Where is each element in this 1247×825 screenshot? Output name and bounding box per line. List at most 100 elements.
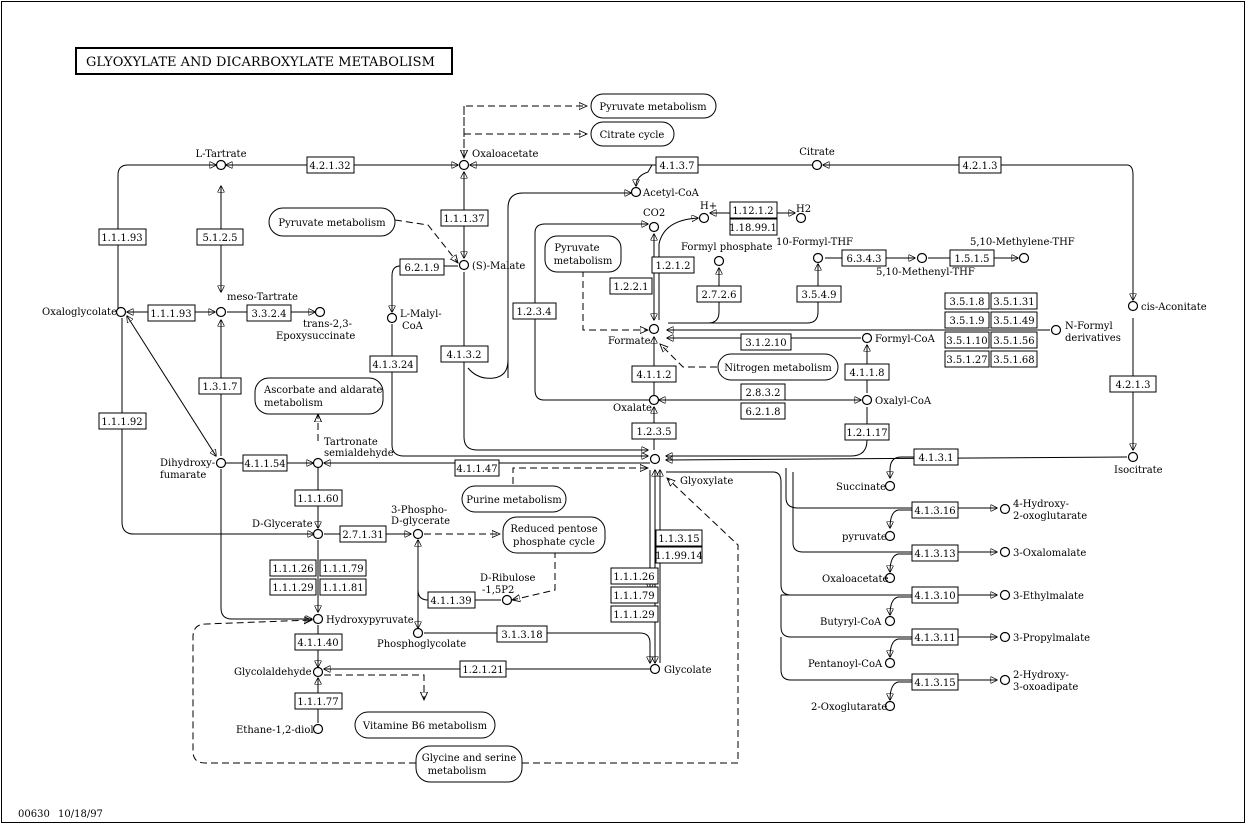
enzyme-4-1-1-2[interactable]: 4.1.1.2 [631, 365, 677, 383]
compound-node-propylmalate[interactable] [999, 631, 1011, 643]
pathway-pyruvate-left[interactable]: Pyruvate metabolism [268, 207, 396, 237]
compound-node-cis-aconitate[interactable] [1127, 300, 1139, 312]
enzyme-1-1-99-14[interactable]: 1.1.99.14 [655, 546, 703, 564]
enzyme-1-1-3-15[interactable]: 1.1.3.15 [655, 529, 703, 547]
enzyme-3-1-3-18[interactable]: 3.1.3.18 [496, 625, 548, 643]
compound-node-formate[interactable] [648, 323, 660, 335]
pathway-pyruvate-top[interactable]: Pyruvate metabolism [590, 93, 717, 119]
pathway-pyruvate-center[interactable]: Pyruvate metabolism [544, 235, 622, 273]
compound-node-oxaloglycolate[interactable] [115, 306, 127, 318]
compound-node-citrate[interactable] [811, 159, 823, 171]
enzyme-4-1-1-47[interactable]: 4.1.1.47 [454, 459, 500, 477]
compound-node-succinate[interactable] [884, 480, 896, 492]
enzyme-4-2-1-3-right[interactable]: 4.2.1.3 [1109, 375, 1157, 393]
enzyme-6-3-4-3[interactable]: 6.3.4.3 [841, 249, 887, 267]
compound-node-hydroxy-oxoadipate[interactable] [999, 674, 1011, 686]
compound-node-h-plus[interactable] [698, 212, 710, 224]
enzyme-3-1-2-10[interactable]: 3.1.2.10 [740, 333, 792, 351]
pathway-nitrogen[interactable]: Nitrogen metabolism [717, 353, 839, 381]
enzyme-1-1-1-26-a[interactable]: 1.1.1.26 [269, 559, 317, 577]
pathway-ascorbate[interactable]: Ascorbate and aldarate metabolism [254, 377, 384, 415]
enzyme-4-1-1-8[interactable]: 4.1.1.8 [844, 363, 890, 381]
enzyme-4-1-3-15[interactable]: 4.1.3.15 [911, 673, 959, 691]
compound-node-acetyl-coa[interactable] [630, 186, 642, 198]
enzyme-1-1-1-60[interactable]: 1.1.1.60 [294, 489, 343, 507]
compound-node-oxalate[interactable] [648, 394, 660, 406]
compound-node-pentanoyl-coa[interactable] [884, 657, 896, 669]
enzyme-1-3-1-7[interactable]: 1.3.1.7 [198, 377, 242, 395]
enzyme-1-5-1-5[interactable]: 1.5.1.5 [949, 249, 995, 267]
enzyme-3-5-1-49[interactable]: 3.5.1.49 [990, 311, 1038, 329]
compound-node-hydroxypyruvate[interactable] [312, 613, 324, 625]
compound-node-l-malyl-coa[interactable] [386, 312, 398, 324]
enzyme-1-2-3-5[interactable]: 1.2.3.5 [631, 422, 677, 440]
compound-node-glyoxylate[interactable] [649, 453, 661, 465]
enzyme-3-5-1-27[interactable]: 3.5.1.27 [944, 350, 990, 368]
enzyme-1-2-2-1[interactable]: 1.2.2.1 [609, 277, 653, 295]
compound-node-l-tartrate[interactable] [215, 159, 227, 171]
compound-node-co2[interactable] [648, 221, 660, 233]
compound-node-formyl-thf[interactable] [812, 252, 824, 264]
compound-node-phospho-glycerate[interactable] [412, 528, 424, 540]
enzyme-3-5-1-8[interactable]: 3.5.1.8 [944, 292, 990, 310]
enzyme-3-3-2-4[interactable]: 3.3.2.4 [246, 304, 292, 322]
enzyme-1-1-1-26-b[interactable]: 1.1.1.26 [610, 567, 659, 585]
enzyme-4-2-1-3-top[interactable]: 4.2.1.3 [958, 156, 1002, 174]
enzyme-3-5-1-10[interactable]: 3.5.1.10 [944, 331, 990, 349]
enzyme-3-5-1-56[interactable]: 3.5.1.56 [990, 331, 1038, 349]
compound-node-ethane-diol[interactable] [312, 723, 324, 735]
pathway-purine[interactable]: Purine metabolism [461, 485, 567, 513]
enzyme-4-1-3-7[interactable]: 4.1.3.7 [655, 156, 699, 174]
enzyme-3-5-4-9[interactable]: 3.5.4.9 [796, 285, 842, 303]
compound-node-h2[interactable] [795, 212, 807, 224]
pathway-vitamin-b6[interactable]: Vitamine B6 metabolism [354, 711, 496, 739]
enzyme-6-2-1-8[interactable]: 6.2.1.8 [740, 402, 786, 420]
enzyme-1-1-1-77[interactable]: 1.1.1.77 [294, 692, 343, 710]
compound-node-d-glycerate[interactable] [312, 528, 324, 540]
enzyme-4-1-3-24[interactable]: 4.1.3.24 [369, 355, 418, 373]
compound-node-oxaloacetate[interactable] [458, 159, 470, 171]
enzyme-6-2-1-9[interactable]: 6.2.1.9 [399, 258, 445, 276]
enzyme-2-8-3-2[interactable]: 2.8.3.2 [740, 383, 786, 401]
enzyme-3-5-1-68[interactable]: 3.5.1.68 [990, 350, 1038, 368]
enzyme-1-2-1-17[interactable]: 1.2.1.17 [844, 423, 890, 441]
enzyme-4-1-3-16[interactable]: 4.1.3.16 [911, 501, 959, 519]
compound-node-oxaloacetate-2[interactable] [884, 572, 896, 584]
compound-node-isocitrate[interactable] [1127, 451, 1139, 463]
pathway-citrate-cycle[interactable]: Citrate cycle [590, 121, 675, 147]
enzyme-1-1-1-29-b[interactable]: 1.1.1.29 [610, 605, 659, 623]
enzyme-4-1-3-10[interactable]: 4.1.3.10 [911, 586, 959, 604]
compound-node-n-formyl[interactable] [1050, 324, 1062, 336]
enzyme-1-1-1-93-left[interactable]: 1.1.1.93 [98, 228, 147, 246]
compound-node-methylene-thf[interactable] [1018, 252, 1030, 264]
pathway-pentose[interactable]: Reduced pentose phosphate cycle [502, 516, 606, 554]
pathway-glycine[interactable]: Glycine and serine metabolism [415, 745, 523, 783]
enzyme-1-1-1-92[interactable]: 1.1.1.92 [98, 412, 147, 430]
enzyme-1-12-1-2[interactable]: 1.12.1.2 [729, 201, 778, 219]
enzyme-4-1-1-39[interactable]: 4.1.1.39 [427, 591, 476, 609]
enzyme-1-2-1-21[interactable]: 1.2.1.21 [459, 660, 507, 678]
compound-node-hydroxy-oxoglutarate[interactable] [999, 503, 1011, 515]
enzyme-5-1-2-5[interactable]: 5.1.2.5 [196, 228, 244, 246]
compound-node-epoxysuccinate[interactable] [314, 306, 326, 318]
compound-node-pyruvate[interactable] [884, 530, 896, 542]
compound-node-s-malate[interactable] [458, 259, 470, 271]
compound-node-oxalyl-coa[interactable] [861, 394, 873, 406]
compound-node-glycolaldehyde[interactable] [312, 666, 324, 678]
enzyme-1-1-1-93-mid[interactable]: 1.1.1.93 [147, 304, 196, 322]
compound-node-ethylmalate[interactable] [999, 589, 1011, 601]
compound-node-formyl-coa[interactable] [861, 332, 873, 344]
compound-node-oxalomalate[interactable] [999, 546, 1011, 558]
enzyme-4-1-3-1[interactable]: 4.1.3.1 [913, 448, 959, 466]
enzyme-1-2-3-4[interactable]: 1.2.3.4 [512, 302, 557, 320]
enzyme-3-5-1-31[interactable]: 3.5.1.31 [990, 292, 1038, 310]
compound-node-phosphoglycolate[interactable] [412, 627, 424, 639]
enzyme-4-1-3-2[interactable]: 4.1.3.2 [440, 345, 489, 363]
enzyme-3-5-1-9[interactable]: 3.5.1.9 [944, 311, 990, 329]
compound-node-dihydroxyfumarate[interactable] [215, 457, 227, 469]
compound-node-d-ribulose[interactable] [501, 594, 513, 606]
enzyme-1-1-1-29-a[interactable]: 1.1.1.29 [269, 578, 317, 596]
enzyme-4-1-3-11[interactable]: 4.1.3.11 [911, 628, 959, 646]
enzyme-1-1-1-79-b[interactable]: 1.1.1.79 [610, 586, 659, 604]
enzyme-1-2-1-2[interactable]: 1.2.1.2 [651, 256, 695, 274]
